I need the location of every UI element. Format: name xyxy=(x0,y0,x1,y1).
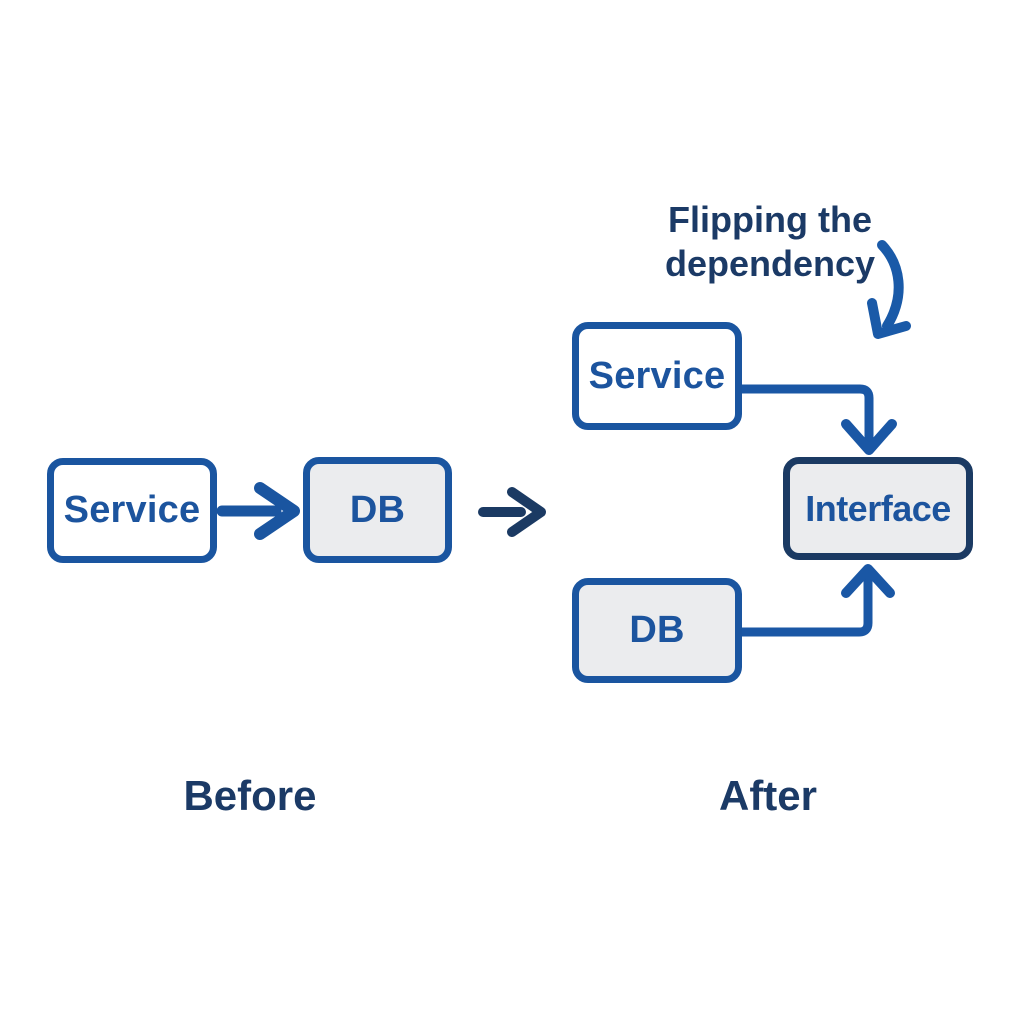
after-service-to-interface-arrow-head xyxy=(841,419,897,455)
after-service-label: Service xyxy=(588,354,726,397)
after-db-label: DB xyxy=(629,609,685,651)
after-interface-label: Interface xyxy=(805,487,951,529)
after-interface-box: Interface xyxy=(783,457,973,560)
before-service-label: Service xyxy=(63,489,201,531)
annotation-curved-arrow-head xyxy=(867,298,911,339)
flipping-dependency-annotation: Flipping the dependency xyxy=(640,198,900,286)
annotation-line-1: Flipping the xyxy=(668,199,872,240)
after-db-to-interface-connector xyxy=(737,575,873,637)
transition-arrow-head xyxy=(507,487,546,537)
after-db-to-interface-arrow-head xyxy=(841,564,895,598)
before-caption: Before xyxy=(183,772,317,819)
annotation-curved-arrow xyxy=(877,240,904,331)
after-service-to-interface-connector xyxy=(737,384,874,445)
before-service-to-db-arrow-head xyxy=(254,482,300,540)
after-caption: After xyxy=(718,772,817,819)
annotation-line-2: dependency xyxy=(664,243,876,284)
before-service-box: Service xyxy=(47,458,217,563)
before-db-box: DB xyxy=(303,457,452,563)
before-db-label: DB xyxy=(349,488,406,531)
after-service-box: Service xyxy=(572,322,742,430)
after-db-box: DB xyxy=(572,578,742,683)
